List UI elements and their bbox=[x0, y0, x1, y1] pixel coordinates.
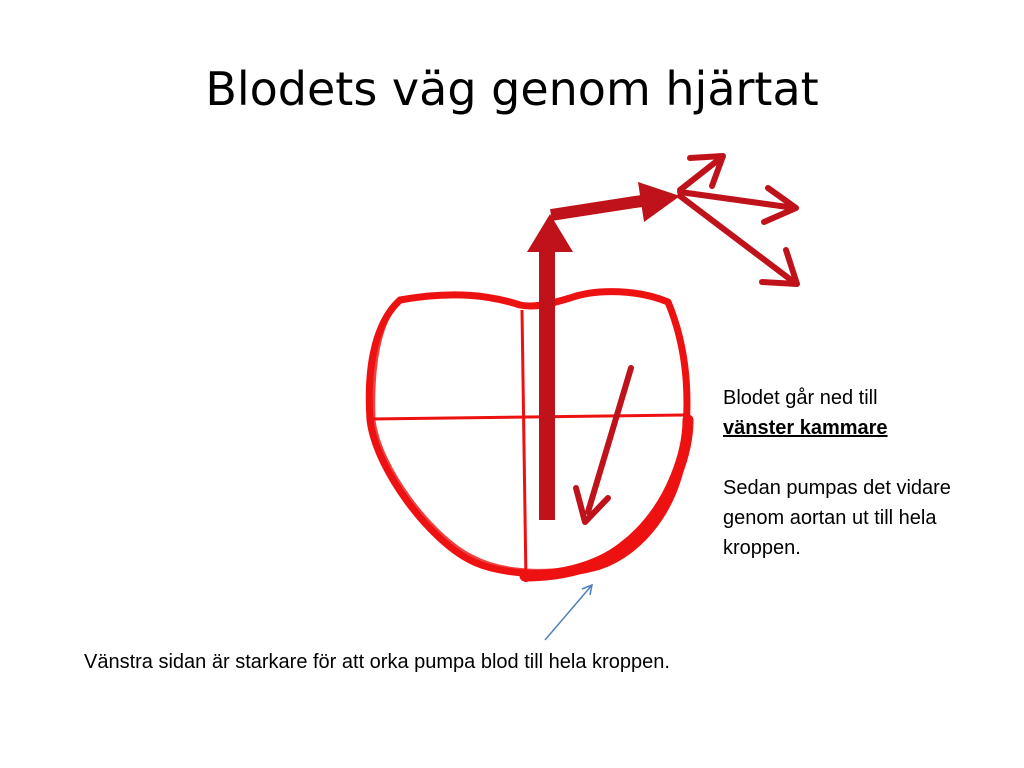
heart-outline-stroke-2 bbox=[372, 301, 597, 572]
explanation-text: Blodet går ned till vänster kammare Seda… bbox=[723, 383, 963, 563]
branch-arrow-down-right bbox=[677, 193, 800, 287]
branch-arrow-up bbox=[677, 153, 726, 193]
slide-title: Blodets väg genom hjärtat bbox=[205, 62, 819, 116]
heart-vertical-divider bbox=[520, 309, 528, 583]
caption-text: Vänstra sidan är starkare för att orka p… bbox=[84, 651, 670, 673]
arrow-into-left-ventricle bbox=[573, 365, 634, 525]
branch-arrow-right bbox=[677, 185, 799, 225]
heart-horizontal-divider bbox=[371, 413, 685, 421]
heart-left-ventricle-thick-wall bbox=[519, 414, 694, 582]
aorta-up-arrowhead bbox=[527, 214, 573, 252]
pointer-arrow-left-ventricle bbox=[544, 583, 594, 641]
explanation-line-1: Blodet går ned till bbox=[723, 387, 878, 409]
left-ventricle-emphasis: vänster kammare bbox=[723, 417, 888, 439]
explanation-line-2: Sedan pumpas det vidare genom aortan ut … bbox=[723, 477, 951, 559]
aorta-right-arrowhead bbox=[638, 182, 680, 222]
aorta-right-shaft bbox=[550, 194, 649, 221]
